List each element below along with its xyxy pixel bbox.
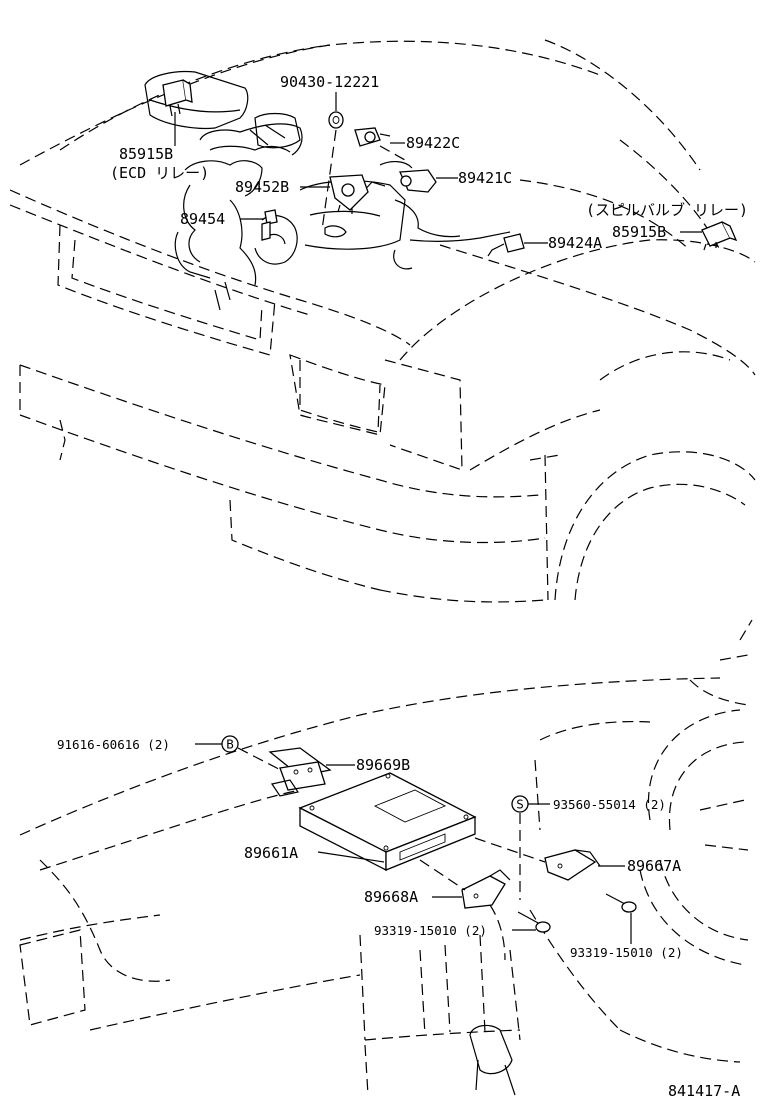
label-ecd-relay-name: (ECD リレー): [110, 164, 209, 182]
label-89668a: 89668A: [364, 888, 418, 906]
diagram-ref-code: 841417-A: [668, 1082, 740, 1100]
bracket-89668a: [461, 869, 511, 909]
guide-89667a: [474, 837, 546, 863]
label-89661a: 89661A: [244, 844, 298, 862]
screw-b-marker-label: B: [226, 737, 234, 752]
label-89421c: 89421C: [458, 169, 512, 187]
label-85915b-ecd: 85915B: [119, 145, 173, 163]
label-85915b-spill: 85915B: [612, 223, 666, 241]
bolt-s-marker-label: S: [516, 797, 524, 812]
sensor-89422c: [354, 127, 391, 147]
label-89667a: 89667A: [627, 857, 681, 875]
label-89452b: 89452B: [235, 178, 289, 196]
vehicle-body-outline: [9, 39, 756, 603]
sensor-89454: [261, 209, 278, 241]
bracket-89667a: [544, 849, 601, 881]
label-93319-left: 93319-15010 (2): [374, 923, 487, 938]
guide-89422c: [379, 145, 406, 161]
ecu-89661a: [298, 772, 477, 872]
guide-89668a: [419, 859, 466, 891]
sensor-89452b: [329, 174, 369, 214]
label-93319-right: 93319-15010 (2): [570, 945, 683, 960]
ecd-relay: [162, 79, 193, 117]
spill-valve-relay: [701, 221, 738, 251]
bracket-89669b: [268, 747, 332, 797]
label-90430: 90430-12221: [280, 73, 379, 91]
engine-sketch: [144, 70, 511, 311]
label-89454: 89454: [180, 210, 225, 228]
sensor-89424a: [487, 233, 525, 257]
leader-89661a: [317, 851, 385, 863]
sensor-89421c: [399, 169, 437, 193]
dashboard-outline: [19, 619, 753, 1096]
screw-left-part: [517, 911, 551, 933]
label-91616: 91616-60616 (2): [57, 737, 170, 752]
washer-part: [328, 111, 344, 129]
label-93560: 93560-55014 (2): [553, 797, 666, 812]
label-spill-relay-name: (スピルバルブ リレー): [586, 201, 748, 219]
screw-right-part: [605, 893, 637, 913]
label-89422c: 89422C: [406, 134, 460, 152]
label-89424a: 89424A: [548, 234, 602, 252]
label-89669b: 89669B: [356, 756, 410, 774]
